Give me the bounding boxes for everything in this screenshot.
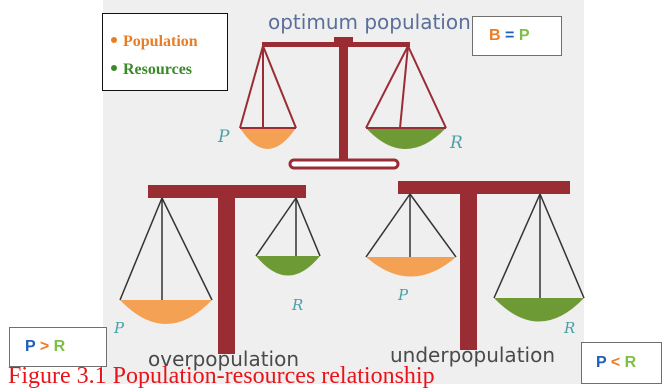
relation-over: P > R (25, 338, 65, 356)
left-pan-letter-r: R (291, 296, 303, 314)
legend-bullet-resources (111, 65, 117, 72)
right-population-pan (366, 257, 456, 277)
legend-label-population: Population (123, 33, 198, 50)
legend: Population Resources (102, 13, 228, 91)
relation-box-under: P < R (581, 342, 662, 384)
relation-over-op: > (39, 338, 50, 355)
overpopulation-label: overpopulation (148, 347, 299, 371)
right-scale-post (460, 192, 477, 350)
top-scale-cap (334, 37, 353, 43)
left-population-pan (120, 300, 212, 324)
legend-label-resources: Resources (123, 61, 193, 78)
legend-bullet-population (111, 37, 117, 44)
relation-over-right: R (53, 338, 66, 355)
top-scale-base (288, 158, 400, 170)
right-pan-letter-r: R (563, 319, 575, 337)
relation-under: P < R (596, 354, 636, 372)
relation-box-balanced: B = P (472, 16, 562, 56)
top-population-pan (240, 128, 296, 149)
relation-over-left: P (25, 338, 36, 355)
underpopulation-scale: P R (365, 181, 585, 350)
right-scale-beam (398, 181, 570, 194)
top-pan-letter-r: R (449, 133, 463, 153)
legend-item-population: Population (111, 33, 198, 51)
overpopulation-scale: P R (113, 185, 321, 354)
top-scale-beam (262, 42, 410, 47)
underpopulation-label: underpopulation (390, 343, 555, 367)
relation-under-right: R (624, 354, 637, 371)
figure-caption: Figure 3.1 Population-resources relation… (8, 363, 435, 389)
left-scale-beam (148, 185, 306, 198)
relation-balanced: B = P (489, 27, 529, 45)
left-pan-letter-p: P (113, 319, 125, 337)
top-pan-letter-p: P (217, 127, 230, 147)
right-resources-pan (494, 298, 584, 322)
legend-item-resources: Resources (111, 61, 192, 79)
relation-under-left: P (596, 354, 607, 371)
relation-balanced-op: = (505, 27, 515, 44)
relation-balanced-left: B (489, 27, 501, 44)
top-resources-pan (366, 128, 446, 149)
relation-balanced-right: P (518, 27, 530, 44)
relation-box-over: P > R (9, 327, 107, 367)
top-scale-post (339, 40, 348, 162)
left-resources-pan (256, 256, 320, 276)
right-pan-letter-p: P (397, 286, 409, 304)
optimum-population-label: optimum population (268, 10, 471, 34)
left-scale-post (218, 196, 235, 354)
relation-under-op: < (610, 354, 621, 371)
optimum-scale: P R (217, 37, 463, 170)
